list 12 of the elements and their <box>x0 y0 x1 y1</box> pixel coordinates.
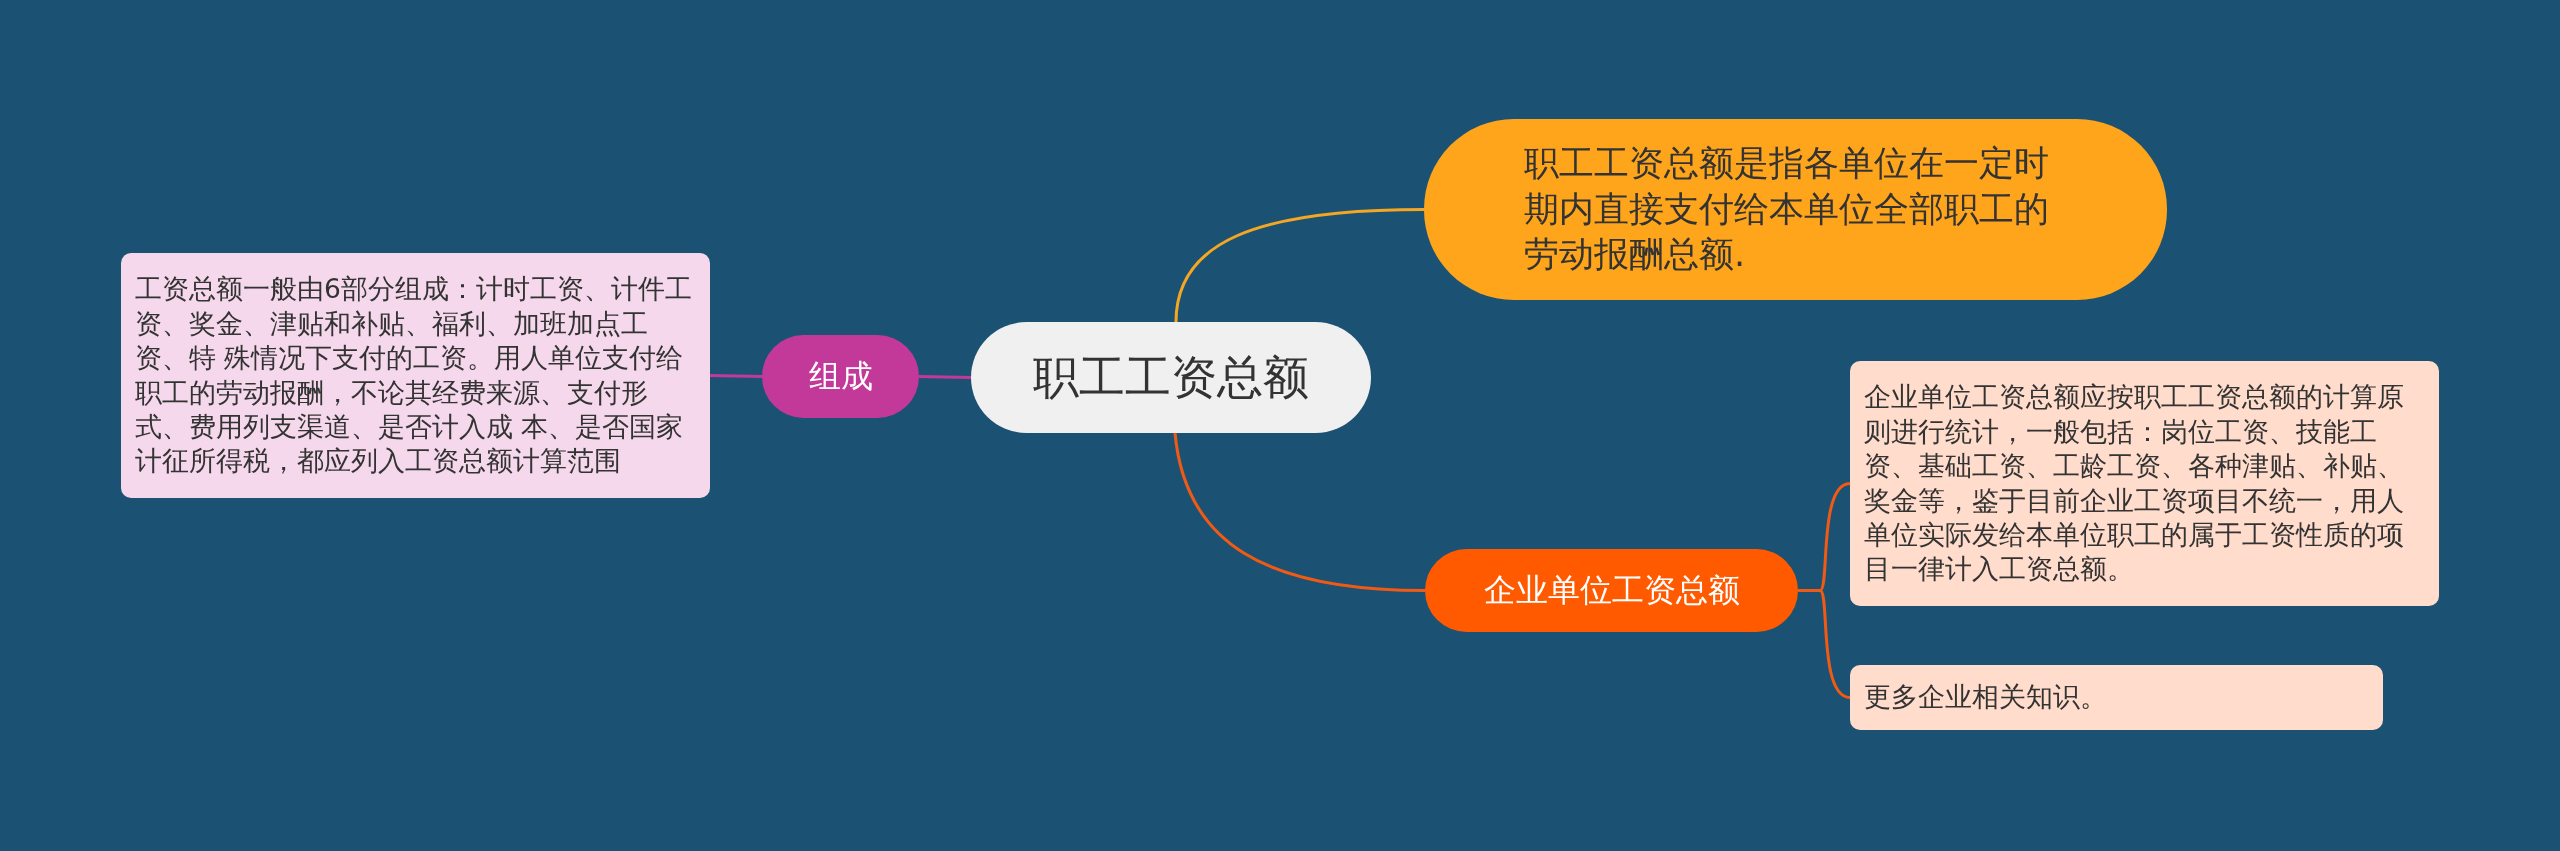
connector-line <box>1173 432 1426 592</box>
connector-line <box>1174 208 1425 323</box>
connector-line <box>918 375 972 379</box>
topic-bubble: 企业单位工资总额 <box>1425 549 1798 632</box>
topic-bubble: 职工工资总额是指各单位在一定时期内直接支付给本单位全部职工的劳动报酬总额. <box>1424 119 2167 300</box>
text-card: 更多企业相关知识。 <box>1850 665 2383 730</box>
text-card: 工资总额一般由6部分组成：计时工资、计件工资、奖金、津贴和补贴、福利、加班加点工资、特 殊情况下支付的工资。用人单位支付给职工的劳动报酬，不论其经费来源、支付形式、费用列支渠道、是否计入成 本、是否国家计征所得税，都应列入工资总额计算范围 <box>121 253 710 498</box>
topic-bubble: 组成 <box>762 335 919 418</box>
connector-line <box>1798 589 1851 699</box>
text-card: 企业单位工资总额应按职工工资总额的计算原则进行统计，一般包括：岗位工资、技能工资、基础工资、工龄工资、各种津贴、补贴、奖金等，鉴于目前企业工资项目不统一，用人单位实际发给本单位职工的属于工资性质的项目一律计入工资总额。 <box>1850 361 2439 606</box>
central-topic: 职工工资总额 <box>971 322 1371 433</box>
connector-line <box>709 374 763 378</box>
